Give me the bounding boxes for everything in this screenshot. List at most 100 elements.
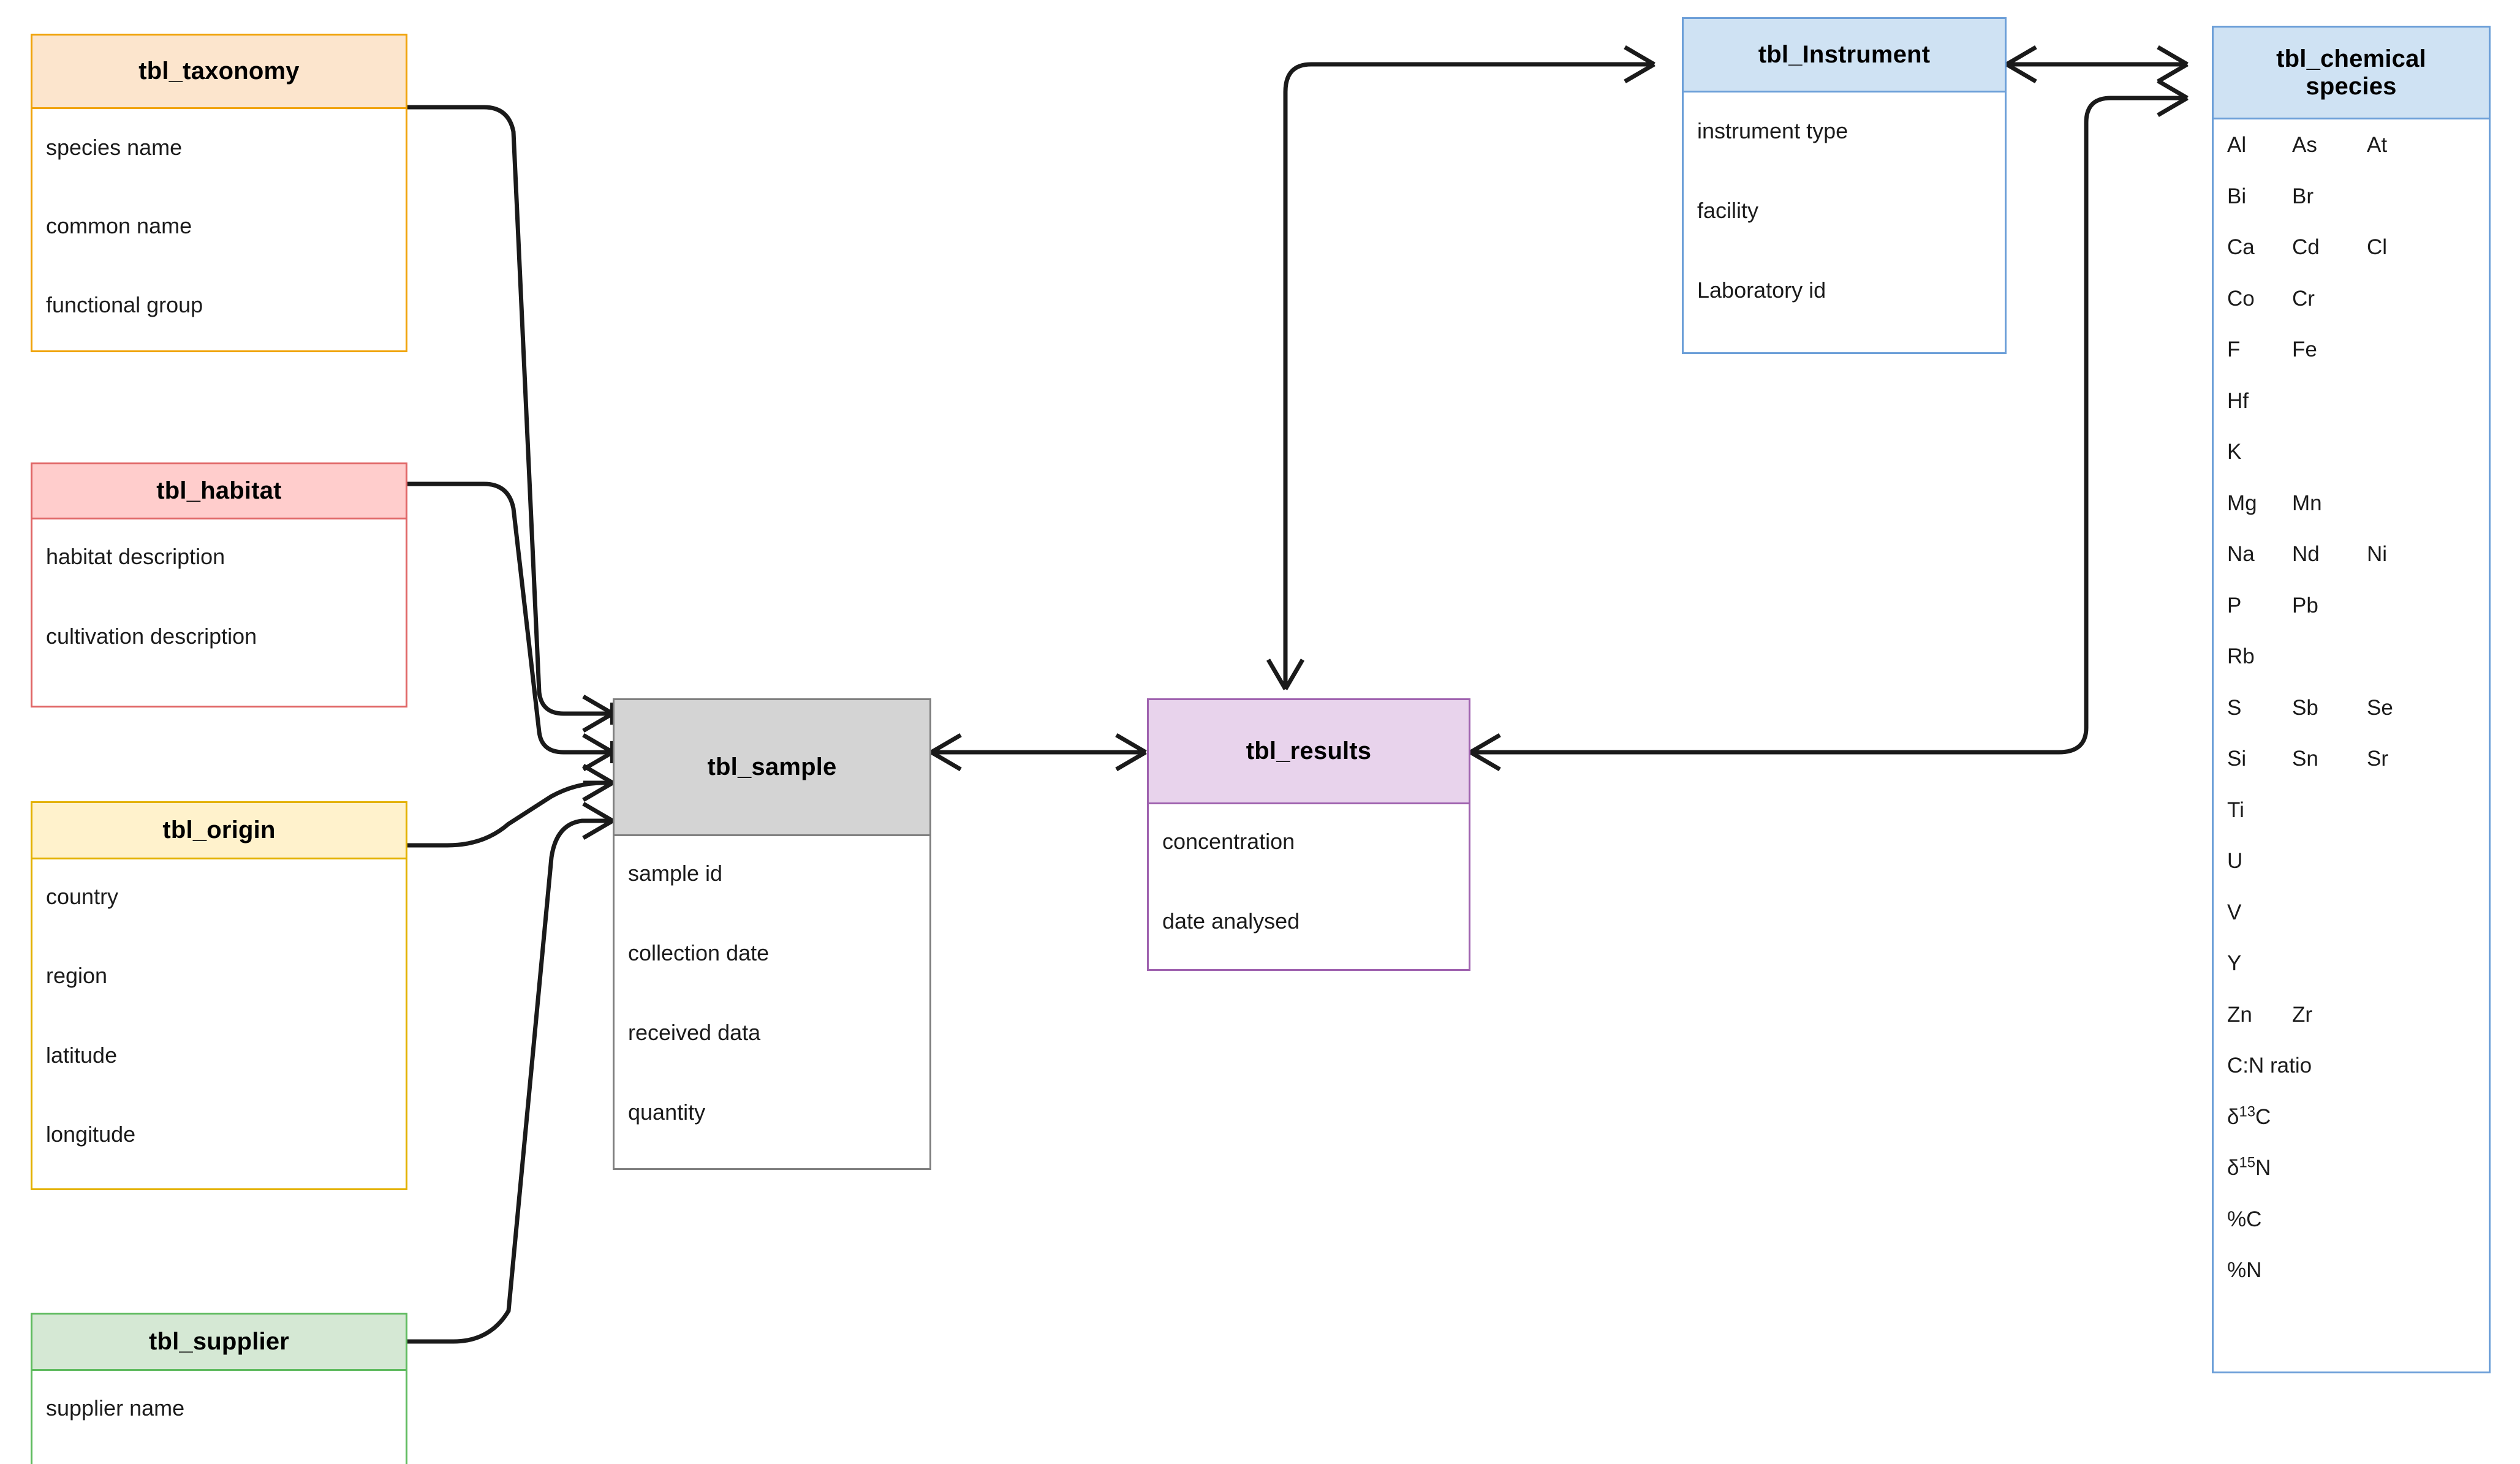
species-row: Bi Br xyxy=(2214,184,2489,208)
entity-title-line2: species xyxy=(2306,72,2397,100)
entity-tbl-habitat[interactable]: tbl_habitat habitat description cultivat… xyxy=(31,462,407,707)
entity-fields-tbl-origin: country region latitude longitude xyxy=(32,859,406,1188)
species-symbol: Sn xyxy=(2292,747,2318,771)
entity-fields-tbl-taxonomy: species name common name functional grou… xyxy=(32,109,406,350)
species-row: Ti xyxy=(2214,798,2489,822)
field-habitat-description: habitat description xyxy=(46,544,225,569)
field-date-analysed: date analysed xyxy=(1162,908,1300,934)
species-row: U xyxy=(2214,849,2489,873)
species-symbol: Si xyxy=(2227,747,2247,771)
entity-title: tbl_supplier xyxy=(148,1328,290,1356)
entity-tbl-instrument[interactable]: tbl_Instrument instrument type facility … xyxy=(1682,17,2007,354)
species-symbol: Bi xyxy=(2227,184,2247,208)
entity-fields-tbl-results: concentration date analysed xyxy=(1149,804,1469,969)
species-row: K xyxy=(2214,440,2489,464)
field-facility: facility xyxy=(1697,198,1759,223)
species-row: Na Nd Ni xyxy=(2214,542,2489,566)
species-symbol: Cr xyxy=(2292,286,2315,311)
field-functional-group: functional group xyxy=(46,292,203,317)
field-cultivation-description: cultivation description xyxy=(46,624,257,649)
entity-title: tbl_origin xyxy=(162,817,276,844)
species-symbol: Rb xyxy=(2227,644,2255,668)
species-symbol: Zn xyxy=(2227,1002,2252,1027)
species-symbol: Pb xyxy=(2292,593,2318,617)
species-symbol: Cl xyxy=(2367,235,2388,259)
entity-header-tbl-taxonomy: tbl_taxonomy xyxy=(32,36,406,109)
species-symbol: Y xyxy=(2227,951,2242,975)
entity-tbl-sample[interactable]: tbl_sample sample id collection date rec… xyxy=(613,698,931,1170)
species-cn-ratio: C:N ratio xyxy=(2227,1054,2312,1077)
field-country: country xyxy=(46,884,119,909)
entity-header-tbl-chemical-species: tbl_chemical species xyxy=(2214,28,2489,119)
entity-fields-tbl-supplier: supplier name xyxy=(32,1371,406,1464)
species-row: Zn Zr xyxy=(2214,1003,2489,1027)
species-symbol: Mn xyxy=(2292,491,2322,515)
species-symbol: V xyxy=(2227,900,2242,924)
field-received-data: received data xyxy=(628,1020,761,1045)
field-supplier-name: supplier name xyxy=(46,1395,185,1421)
species-row: Si Sn Sr xyxy=(2214,747,2489,771)
field-region: region xyxy=(46,963,108,988)
field-instrument-type: instrument type xyxy=(1697,118,1848,143)
species-symbol: K xyxy=(2227,440,2242,464)
species-row: %C xyxy=(2214,1207,2489,1231)
entity-title: tbl_taxonomy xyxy=(138,58,300,85)
entity-tbl-taxonomy[interactable]: tbl_taxonomy species name common name fu… xyxy=(31,34,407,352)
entity-title: tbl_habitat xyxy=(156,477,282,505)
species-symbol: Cd xyxy=(2292,235,2320,259)
species-row: C:N ratio xyxy=(2214,1054,2489,1077)
field-longitude: longitude xyxy=(46,1122,136,1147)
field-quantity: quantity xyxy=(628,1100,706,1125)
field-common-name: common name xyxy=(46,213,192,238)
species-symbol: P xyxy=(2227,593,2242,617)
entity-header-tbl-origin: tbl_origin xyxy=(32,803,406,859)
field-concentration: concentration xyxy=(1162,829,1295,854)
species-isotope-d13c: δ13C xyxy=(2227,1103,2271,1129)
species-symbol: Na xyxy=(2227,542,2255,566)
species-percent-n: %N xyxy=(2227,1258,2262,1282)
species-row: P Pb xyxy=(2214,594,2489,617)
field-collection-date: collection date xyxy=(628,940,770,965)
entity-header-tbl-supplier: tbl_supplier xyxy=(32,1315,406,1371)
entity-tbl-results[interactable]: tbl_results concentration date analysed xyxy=(1147,698,1470,971)
species-symbol: Mg xyxy=(2227,491,2257,515)
entity-tbl-supplier[interactable]: tbl_supplier supplier name xyxy=(31,1313,407,1464)
species-symbol: At xyxy=(2367,133,2388,157)
species-symbol: Sb xyxy=(2292,695,2318,720)
species-symbol: Al xyxy=(2227,133,2247,157)
species-percent-c: %C xyxy=(2227,1207,2262,1231)
entity-header-tbl-results: tbl_results xyxy=(1149,700,1469,804)
species-row: Y xyxy=(2214,951,2489,975)
species-symbol: S xyxy=(2227,695,2242,720)
species-row: Mg Mn xyxy=(2214,491,2489,515)
species-row: δ13C xyxy=(2214,1104,2489,1128)
species-symbol: Sr xyxy=(2367,747,2388,771)
species-row: V xyxy=(2214,900,2489,924)
entity-title: tbl_Instrument xyxy=(1758,41,1931,69)
species-symbol: F xyxy=(2227,338,2241,361)
species-symbol: Br xyxy=(2292,184,2314,208)
field-laboratory-id: Laboratory id xyxy=(1697,277,1826,303)
entity-fields-tbl-sample: sample id collection date received data … xyxy=(615,836,929,1168)
species-row: Hf xyxy=(2214,389,2489,413)
entity-title-line1: tbl_chemical xyxy=(2276,45,2426,72)
field-latitude: latitude xyxy=(46,1043,118,1068)
species-symbol: Ti xyxy=(2227,798,2244,822)
entity-tbl-origin[interactable]: tbl_origin country region latitude longi… xyxy=(31,801,407,1190)
entity-title: tbl_sample xyxy=(707,753,837,781)
species-symbol: Hf xyxy=(2227,388,2249,413)
species-isotope-d15n: δ15N xyxy=(2227,1154,2271,1180)
species-symbol: Ni xyxy=(2367,542,2388,566)
species-symbol: Zr xyxy=(2292,1002,2313,1027)
entity-header-tbl-habitat: tbl_habitat xyxy=(32,464,406,519)
species-symbol: Nd xyxy=(2292,542,2320,566)
entity-header-tbl-sample: tbl_sample xyxy=(615,700,929,836)
species-symbol: As xyxy=(2292,133,2317,157)
species-symbol: Ca xyxy=(2227,235,2255,259)
species-row: Al As At xyxy=(2214,133,2489,157)
species-row: %N xyxy=(2214,1258,2489,1282)
